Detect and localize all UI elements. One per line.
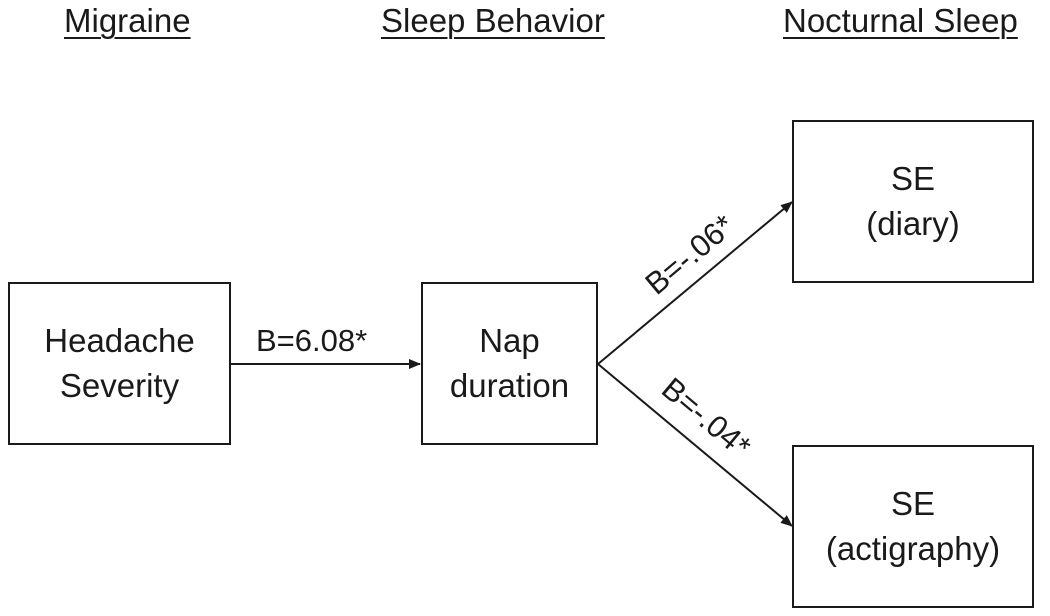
arrow-nap-to-diary bbox=[597, 201, 793, 365]
box-nap-duration: Nap duration bbox=[421, 282, 598, 445]
box-se-actigraphy: SE (actigraphy) bbox=[792, 445, 1034, 608]
box-headache-severity: Headache Severity bbox=[8, 282, 231, 445]
heading-migraine: Migraine bbox=[64, 2, 191, 39]
box-se-diary-line2: (diary) bbox=[866, 204, 960, 242]
box-se-actigraphy-line1: SE bbox=[890, 484, 936, 522]
box-se-actigraphy-line2: (actigraphy) bbox=[825, 529, 1001, 567]
heading-sleep-behavior: Sleep Behavior bbox=[381, 2, 605, 39]
box-nap-line1: Nap bbox=[479, 321, 540, 359]
box-se-diary-line1: SE bbox=[890, 159, 936, 197]
box-headache-line1: Headache bbox=[44, 321, 195, 359]
box-headache-line2: Severity bbox=[59, 366, 180, 404]
label-headache-to-nap: B=6.08* bbox=[256, 323, 368, 358]
heading-nocturnal-sleep: Nocturnal Sleep bbox=[783, 2, 1018, 39]
box-se-diary: SE (diary) bbox=[792, 120, 1034, 283]
arrow-nap-to-actigraphy bbox=[597, 363, 793, 527]
box-nap-line2: duration bbox=[449, 366, 570, 404]
